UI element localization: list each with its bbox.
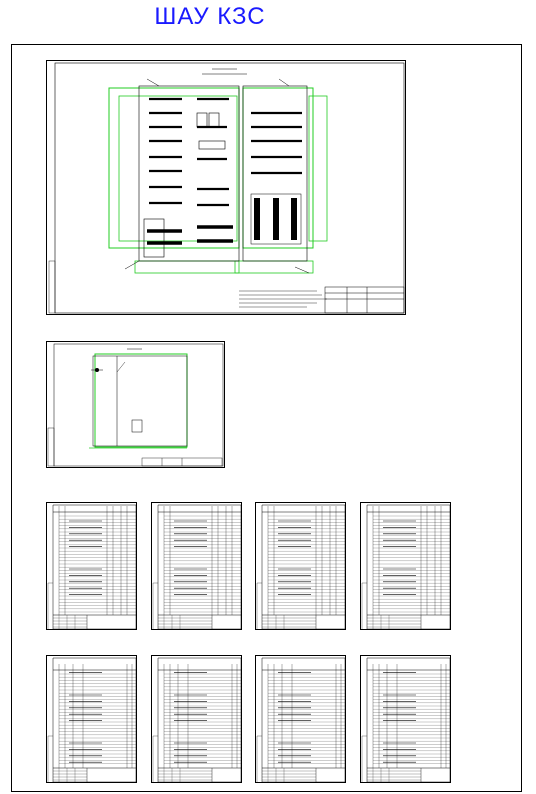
cabinet-layout-drawing[interactable]: [46, 60, 406, 315]
spec-sheet-5[interactable]: [46, 655, 137, 783]
spec-table-svg: [152, 657, 241, 782]
spec-table-svg: [152, 504, 241, 629]
spec-sheet-7[interactable]: [255, 655, 346, 783]
spec-sheet-2[interactable]: [151, 502, 242, 630]
spec-table-svg: [256, 504, 345, 629]
sheet-frame: [11, 44, 522, 792]
spec-sheet-8[interactable]: [360, 655, 451, 783]
cabinet-layout-svg: [48, 62, 405, 314]
spec-sheet-1[interactable]: [46, 502, 137, 630]
document-title: ШАУ КЗС: [154, 3, 266, 30]
spec-table-svg: [47, 504, 136, 629]
spec-table-svg: [47, 657, 136, 782]
spec-table-svg: [361, 504, 450, 629]
panel-view-svg: [47, 343, 224, 467]
spec-sheet-6[interactable]: [151, 655, 242, 783]
spec-sheet-4[interactable]: [360, 502, 451, 630]
spec-table-svg: [361, 657, 450, 782]
panel-view-drawing[interactable]: [46, 341, 225, 468]
spec-sheet-3[interactable]: [255, 502, 346, 630]
spec-table-svg: [256, 657, 345, 782]
